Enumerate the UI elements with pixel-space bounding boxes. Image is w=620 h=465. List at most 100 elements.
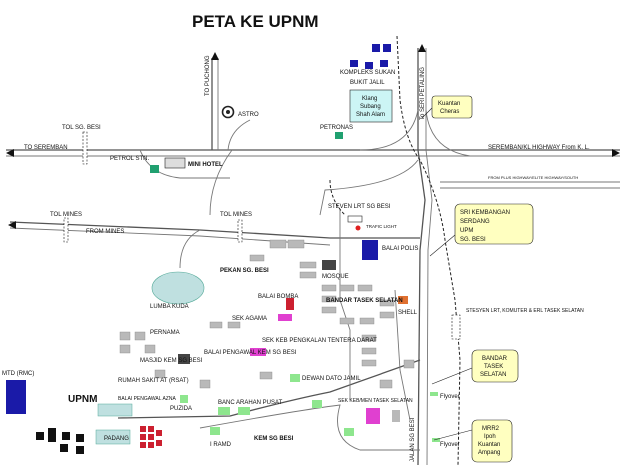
kem-loop-road xyxy=(199,404,420,451)
label-shell: SHELL xyxy=(398,310,418,316)
flyover-marker xyxy=(430,392,438,396)
arrow-from-mines xyxy=(8,221,16,229)
dewan-dato-building xyxy=(290,374,300,382)
sek-agama-building xyxy=(278,314,292,321)
label-balai-pengawal: BALAI PENGAWAL KEM SG BESI xyxy=(204,350,297,356)
svg-text:Klang: Klang xyxy=(362,96,377,102)
toll-mines-left-icon xyxy=(63,217,69,243)
label-puzida: PUZIDA xyxy=(170,406,192,412)
label-rumah-sakit: RUMAH SAKIT AT (RSAT) xyxy=(118,378,189,384)
label-masjid-kem: MASJID KEM SG BESI xyxy=(140,358,203,364)
map-title: PETA KE UPNM xyxy=(192,12,319,31)
label-dewan-dato: DEWAN DATO JAMIL xyxy=(302,376,361,382)
masjid-kem-building xyxy=(178,354,190,364)
svg-text:BANDAR: BANDAR xyxy=(482,356,508,362)
svg-text:TASEK: TASEK xyxy=(484,364,503,370)
label-kem-sg-besi: KEM SG BESI xyxy=(254,436,294,442)
green-building xyxy=(312,400,322,408)
svg-text:UPM: UPM xyxy=(460,228,473,234)
label-sek-keb: SEK KEB/MEN TASEK SELATAN xyxy=(338,398,413,404)
shell-marker xyxy=(398,296,408,304)
label-to-puchong: TO PUCHONG xyxy=(205,55,211,96)
label-upnm: UPNM xyxy=(68,394,97,405)
traffic-light-marker xyxy=(347,215,363,223)
traffic-light-icon xyxy=(355,225,361,231)
label-tol-mines-mid: TOL MINES xyxy=(220,212,252,218)
svg-text:Kuantan: Kuantan xyxy=(478,442,500,448)
mini-hotel-building xyxy=(164,157,186,169)
label-to-seri-petaling: To SERI PETALING xyxy=(420,67,426,120)
label-tol-sg-besi: TOL SG. BESI xyxy=(62,125,101,131)
arrow-to-seremban xyxy=(6,149,14,157)
label-bandar-tasek-selatan: BANDAR TASEK SELATAN xyxy=(326,298,403,304)
lumba-kuda-track xyxy=(151,271,205,305)
sek-keb-building xyxy=(366,408,380,424)
green-building xyxy=(238,407,250,415)
svg-text:Ipoh: Ipoh xyxy=(484,434,496,440)
bangunan-pusat-building xyxy=(218,407,230,415)
grey-building xyxy=(392,410,400,422)
label-mosque: MOSQUE xyxy=(322,274,349,280)
label-bukit-jalil: BUKIT JALIL xyxy=(350,80,385,86)
label-balai-bomba: BALAI BOMBA xyxy=(258,294,298,300)
label-pernama: PERNAMA xyxy=(150,330,180,336)
svg-text:MRR2: MRR2 xyxy=(482,426,500,432)
label-from-mines: FROM MINES xyxy=(86,229,124,235)
sek-pengkalan-building xyxy=(250,348,266,356)
label-mtd: MTD (RMC) xyxy=(2,371,34,377)
arrow-from-kl xyxy=(612,149,620,157)
label-balai-polis: BALAI POLIS xyxy=(382,246,418,252)
mines-road-lane xyxy=(9,227,331,246)
jalan-sg-besi-road xyxy=(117,359,421,419)
flyover-marker xyxy=(432,438,440,442)
upnm-field xyxy=(97,403,133,417)
toll-sg-besi-icon xyxy=(82,131,88,165)
svg-text:SRI KEMBANGAN: SRI KEMBANGAN xyxy=(460,210,510,216)
balai-bomba-building xyxy=(286,298,294,310)
mosque-building xyxy=(322,260,336,270)
kompleks-sukan-block xyxy=(372,44,380,52)
upnm-buildings xyxy=(36,426,162,454)
svg-text:SERDANG: SERDANG xyxy=(460,219,490,225)
label-sek-pengkalan: SEK KEB PENGKALAN TENTERA DARAT xyxy=(262,338,377,344)
label-jalan-sg-besi: JALAN SG BESI xyxy=(410,417,416,462)
callout-mrr2: MRR2 Ipoh Kuantan Ampang xyxy=(471,419,513,463)
callout-klang: Klang Subang Shah Alam xyxy=(349,89,393,123)
label-i-ramd: I RAMD xyxy=(210,442,232,448)
interchange-curve-4 xyxy=(209,149,233,216)
label-petrol-stn: PETROL STN. xyxy=(110,156,149,162)
kompleks-sukan-block xyxy=(380,60,388,67)
petrol-station-marker xyxy=(150,165,159,173)
padang-field xyxy=(95,429,131,445)
label-mini-hotel: MINI HOTEL xyxy=(188,162,223,168)
callout-kembangan: SRI KEMBANGAN SERDANG UPM SG. BESI xyxy=(454,203,534,245)
svg-text:Cheras: Cheras xyxy=(440,109,459,115)
seri-petaling-road-lane xyxy=(425,48,433,465)
label-steven-lrt-komuter: STESYEN LRT, KOMUTER & ERL TASEK SELATAN xyxy=(466,308,584,314)
toll-mines-mid-icon xyxy=(237,219,243,243)
svg-text:Kuantan: Kuantan xyxy=(438,101,460,107)
svg-text:SG. BESI: SG. BESI xyxy=(460,237,486,243)
rail-line xyxy=(396,35,461,465)
kem-buildings xyxy=(119,321,273,389)
label-sek-agama: SEK AGAMA xyxy=(232,316,267,322)
label-kompleks-sukan: KOMPLEKS SUKAN xyxy=(340,70,395,76)
lumba-road xyxy=(179,229,201,269)
label-lumba-kuda: LUMBA KUDA xyxy=(150,304,189,310)
green-building xyxy=(344,428,354,436)
inner-road xyxy=(339,210,351,400)
interchange-curve-5 xyxy=(227,119,251,151)
callout-bandar-tasek: BANDAR TASEK SELATAN xyxy=(471,349,519,383)
label-flyover-2: Flyover xyxy=(440,442,460,448)
label-from-elite: FROM PLUS HIGHWAY/ELITE HIGHWAY/SOUTH xyxy=(488,175,578,180)
label-steven-lrt: STEVEN LRT SG BESI xyxy=(328,204,391,210)
astro-icon xyxy=(221,105,235,119)
petronas-marker xyxy=(335,132,343,139)
mtd-building xyxy=(6,380,26,414)
label-bangunan-pusat: BANC ARAHAN PUSAT xyxy=(218,400,283,406)
callout-pointer xyxy=(421,107,433,119)
label-to-seremban: TO SEREMBAN xyxy=(24,145,68,151)
label-petronas: PETRONAS xyxy=(320,125,353,131)
label-padang: PADANG xyxy=(104,436,129,442)
